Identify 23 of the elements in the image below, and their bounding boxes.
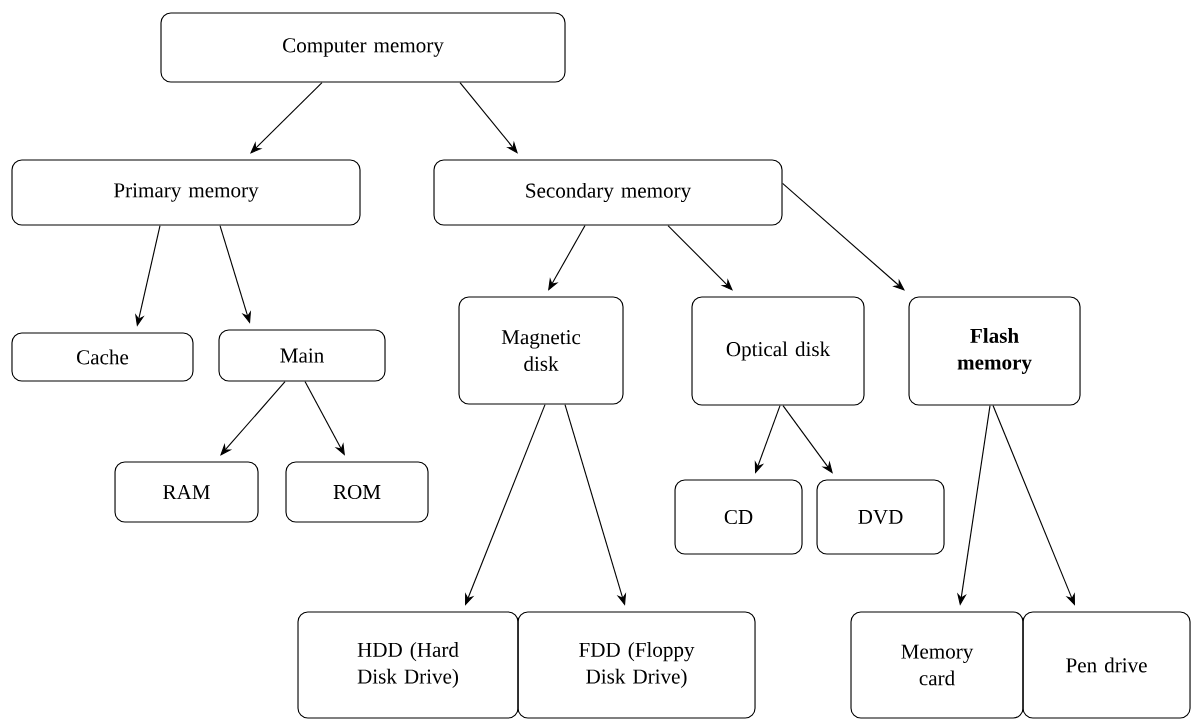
arrow [782,405,833,474]
memory-box: Main [218,329,386,382]
memory-box: Flash memory [908,296,1081,406]
arrow [667,225,733,291]
memory-box: Computer memory [160,12,566,83]
arrow [250,82,323,154]
memory-box: RAM [114,461,259,523]
memory-box: Memory card [850,611,1024,719]
memory-box: Magnetic disk [458,296,624,405]
arrow [548,225,586,291]
arrow [459,82,518,154]
arrow [220,381,286,456]
memory-box: DVD [816,479,945,555]
memory-box: HDD (Hard Disk Drive) [297,611,519,719]
memory-box: ROM [285,461,429,523]
memory-box: CD [674,479,803,555]
memory-box: Pen drive [1022,611,1191,719]
memory-box: Cache [11,332,194,382]
memory-box: Primary memory [11,159,361,226]
arrow [782,182,905,291]
memory-box: Secondary memory [433,159,783,226]
memory-box: FDD (Floppy Disk Drive) [517,611,756,719]
memory-box: Optical disk [691,296,865,406]
